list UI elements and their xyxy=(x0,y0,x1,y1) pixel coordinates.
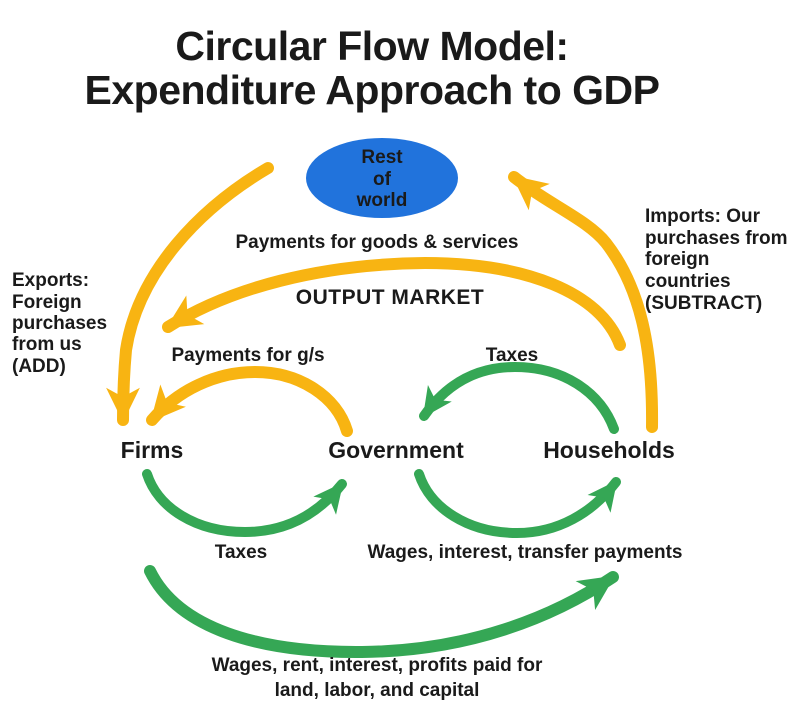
firms-node-label: Firms xyxy=(121,437,184,463)
arrow-firms-to-households-factor-payments xyxy=(144,565,619,659)
rest-of-world-label-line1: Rest xyxy=(361,147,403,168)
arrow-output-market-households-to-firms xyxy=(162,256,626,351)
arrow-rest-of-world-to-firms xyxy=(106,162,274,426)
diagram-title-line2: Expenditure Approach to GDP xyxy=(85,67,660,113)
imports-subtract-tag: (SUBTRACT) xyxy=(645,293,762,314)
exports-note-line4: from us xyxy=(12,334,82,355)
imports-note-line1: Imports: Our xyxy=(645,206,761,227)
rest-of-world-label-line2: of xyxy=(373,169,392,190)
wages-interest-transfer-label: Wages, interest, transfer payments xyxy=(367,542,682,563)
factor-payments-label-line2: land, labor, and capital xyxy=(275,680,480,701)
imports-note-line2: purchases from xyxy=(645,228,788,249)
arrow-households-to-rest-of-world-imports xyxy=(508,171,659,433)
exports-note-line3: purchases xyxy=(12,313,107,334)
output-market-label: OUTPUT MARKET xyxy=(296,286,485,309)
arrow-government-to-households-wages xyxy=(414,469,621,539)
arrow-firms-to-government-taxes xyxy=(142,469,347,538)
exports-note-line1: Exports: xyxy=(12,270,89,291)
arrow-households-to-government-taxes xyxy=(419,361,619,434)
rest-of-world-label-line3: world xyxy=(356,190,408,211)
payments-gs-label: Payments for g/s xyxy=(171,345,324,366)
imports-note-line3: foreign xyxy=(645,249,709,270)
households-node-label: Households xyxy=(543,437,675,463)
factor-payments-label-line1: Wages, rent, interest, profits paid for xyxy=(212,655,543,676)
exports-note-line2: Foreign xyxy=(12,292,82,313)
imports-note-line4: countries xyxy=(645,271,731,292)
taxes-households-label: Taxes xyxy=(486,345,538,366)
payments-goods-services-label: Payments for goods & services xyxy=(236,232,519,253)
government-node-label: Government xyxy=(328,437,464,463)
arrow-government-to-firms-payments xyxy=(146,365,353,437)
rest-of-world-node xyxy=(306,138,458,218)
exports-add-tag: (ADD) xyxy=(12,356,66,377)
diagram-title-line1: Circular Flow Model: xyxy=(175,23,568,69)
taxes-firms-label: Taxes xyxy=(215,542,267,563)
